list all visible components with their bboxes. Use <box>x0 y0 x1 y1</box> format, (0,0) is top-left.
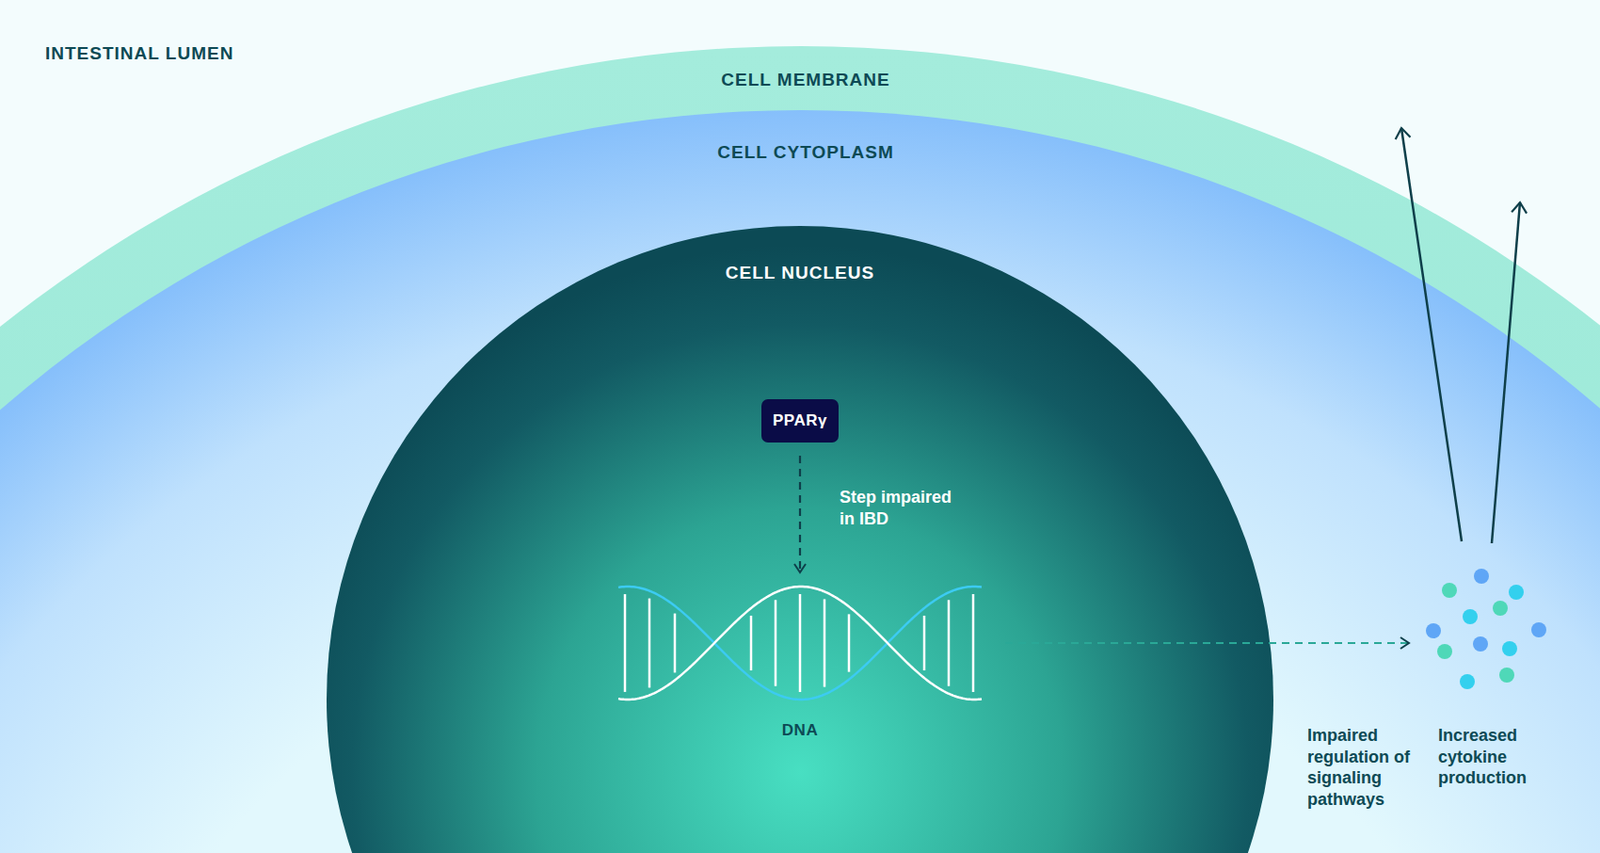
cytokine-dot <box>1508 584 1524 600</box>
base-pair <box>972 593 976 692</box>
receptor-label: PPARγ <box>772 410 828 431</box>
cytokine-cluster: Increased cytokine production <box>1416 564 1558 810</box>
base-pair <box>774 599 778 686</box>
base-pair <box>673 613 677 673</box>
cytokine-dot <box>1473 568 1489 584</box>
edge-label: Step impaired in IBD <box>839 486 972 529</box>
cytokine-dot <box>1425 623 1441 639</box>
base-pair <box>947 599 951 686</box>
region-label: INTESTINAL LUMEN <box>45 42 234 65</box>
dna-strand <box>618 586 982 700</box>
edge-label: Impaired regulation of signaling pathway… <box>1307 724 1432 810</box>
dna-base-pairs <box>624 593 974 692</box>
base-pair <box>624 593 627 692</box>
region-label: CELL NUCLEUS <box>725 261 875 285</box>
cytoplasm-area <box>0 110 1600 853</box>
membrane-band <box>0 46 1600 853</box>
cytokine-dot <box>1459 673 1475 689</box>
cytokine-dot <box>1441 582 1457 598</box>
cytokine-dot <box>1499 667 1515 683</box>
node-label: DNA <box>782 720 818 740</box>
region-label: CELL CYTOPLASM <box>717 141 894 164</box>
base-pair <box>799 593 802 692</box>
cytokine-dot <box>1502 640 1518 656</box>
cytokine-dot <box>1437 643 1453 659</box>
dashed-connector <box>799 455 801 573</box>
base-pair <box>750 615 753 671</box>
region-label: CELL MEMBRANE <box>720 68 890 92</box>
receptor-box: PPARγ <box>761 399 839 443</box>
cytokine-dot <box>1472 636 1488 652</box>
base-pair <box>848 613 851 672</box>
base-pair <box>923 615 927 671</box>
dna-helix: DNA <box>611 576 989 741</box>
cytokine-dot <box>1462 608 1478 624</box>
dna-helix-shape <box>611 576 989 741</box>
node-label: Increased cytokine production <box>1438 724 1556 789</box>
dna-strand <box>618 586 982 700</box>
cytokine-dot <box>1492 600 1508 616</box>
cytokine-dot <box>1531 622 1547 638</box>
base-pair <box>648 598 652 688</box>
base-pair <box>823 598 827 687</box>
nucleus-body <box>326 225 1274 853</box>
